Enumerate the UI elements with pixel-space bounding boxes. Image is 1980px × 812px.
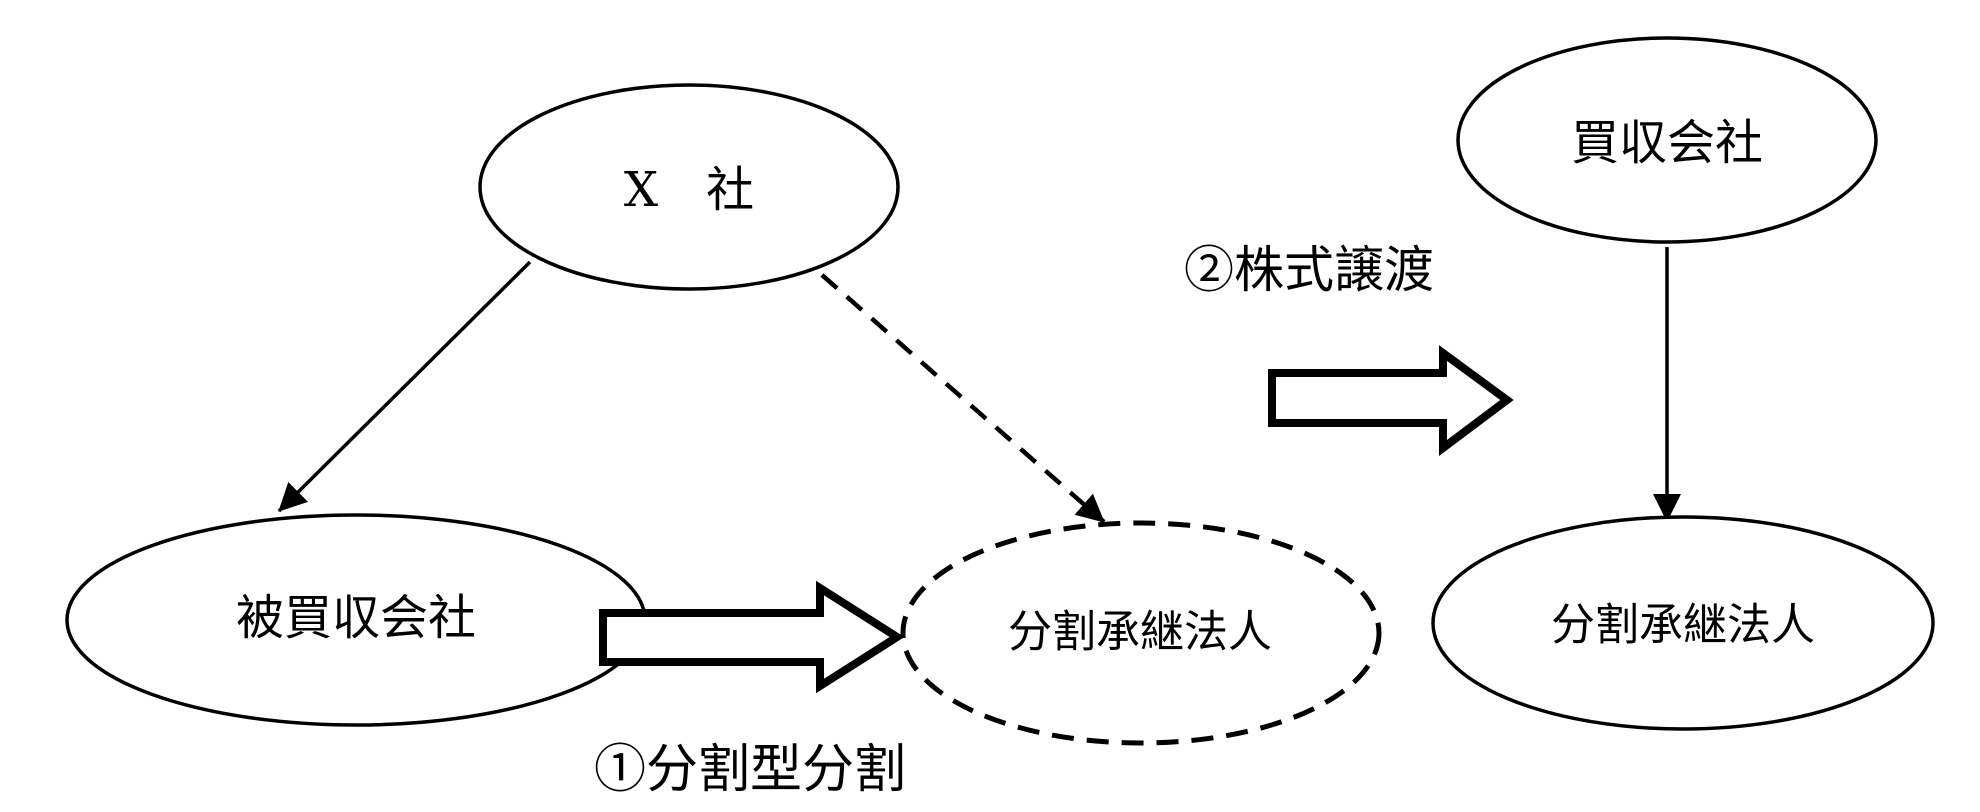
x-company-label: X 社 [624,162,754,218]
step1-division-label: ①分割型分割 [594,740,906,800]
x-to-successor-dashed-arrow [820,273,1106,524]
share-transfer-block-arrow [1268,345,1514,456]
x-company-ellipse [478,83,900,291]
division-block-arrow [599,580,905,694]
division-successor-final-ellipse [1431,515,1935,731]
step2-share-transfer-label: ②株式譲渡 [1184,241,1434,299]
acquiring-company-label: 買収会社 [1571,115,1763,171]
x-to-acquired-arrow [277,260,532,513]
division-successor-final-label: 分割承継法人 [1551,600,1815,651]
acquiring-company-ellipse [1456,36,1878,244]
division-successor-planned-ellipse [900,520,1382,746]
acquired-company-label: 被買収会社 [236,590,476,646]
division-successor-planned-label: 分割承継法人 [1008,607,1272,658]
